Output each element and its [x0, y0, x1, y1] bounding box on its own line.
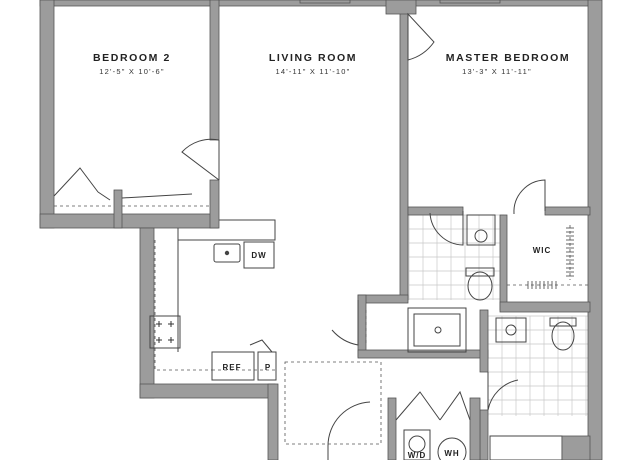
washer-dryer-label: W/D — [408, 451, 427, 460]
room-dims-living-room: 14'-11" X 11'-10" — [275, 67, 350, 76]
kitchen — [149, 219, 277, 381]
doors — [53, 12, 546, 460]
pantry-label: P — [265, 363, 271, 372]
wic-label: WIC — [533, 246, 552, 255]
sink-drain-icon — [224, 250, 230, 256]
bath-fixtures — [403, 214, 591, 460]
water-heater-label: WH — [444, 449, 459, 458]
room-name-master-bedroom: MASTER BEDROOM — [446, 52, 570, 64]
room-label-master-bedroom: MASTER BEDROOM 13'-3" X 11'-11" — [446, 52, 570, 76]
room-dims-master-bedroom: 13'-3" X 11'-11" — [462, 67, 532, 76]
room-label-living-room: LIVING ROOM 14'-11" X 11'-10" — [269, 52, 357, 76]
room-label-bedroom-2: BEDROOM 2 12'-5" X 10'-6" — [93, 52, 171, 76]
wic-rods — [527, 227, 574, 289]
second-bath-tiles — [487, 315, 588, 416]
refrigerator-label: REF — [223, 363, 242, 372]
closet-shelves — [54, 205, 588, 445]
room-name-bedroom-2: BEDROOM 2 — [93, 52, 171, 64]
cooktop-icon — [156, 321, 174, 343]
master-bath-tiles — [408, 214, 504, 300]
room-dims-bedroom-2: 12'-5" X 10'-6" — [99, 67, 164, 76]
dishwasher-label: DW — [251, 251, 266, 260]
room-name-living-room: LIVING ROOM — [269, 52, 357, 64]
walls — [39, 0, 603, 460]
